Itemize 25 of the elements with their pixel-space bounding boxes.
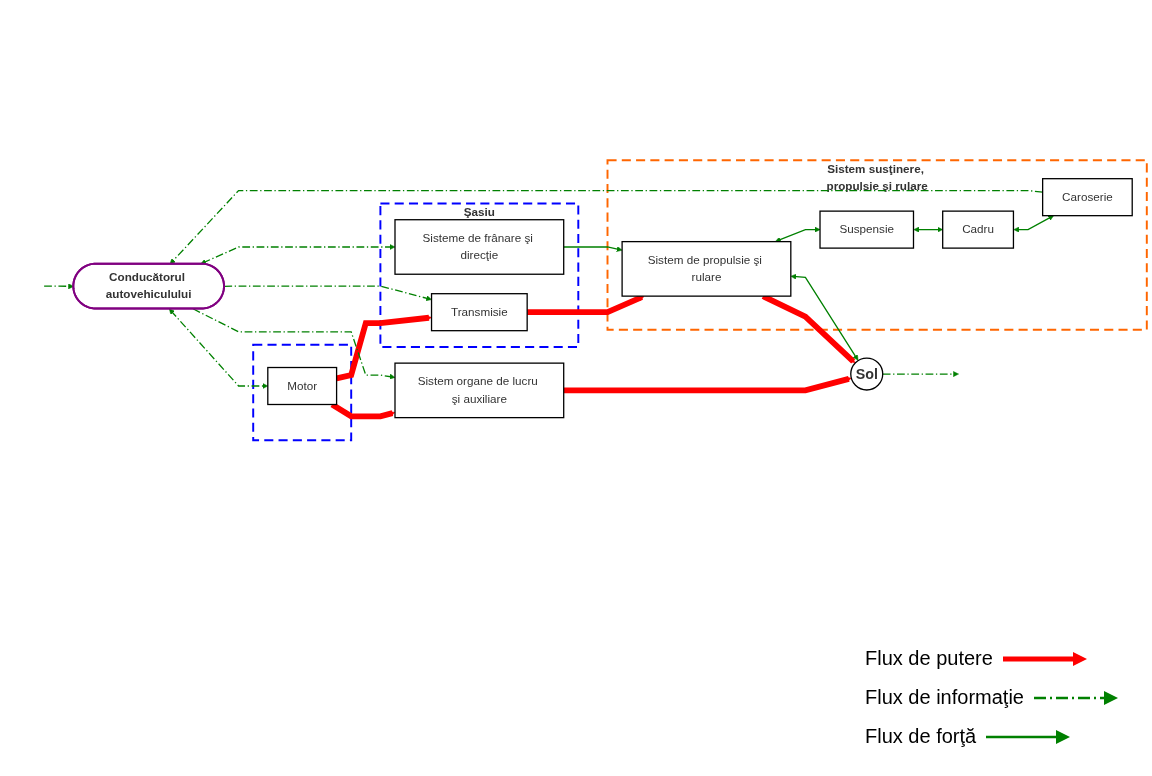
node-circle: Sol bbox=[850, 357, 884, 391]
legend-text: Flux de forţă bbox=[865, 725, 977, 748]
cluster bbox=[252, 343, 353, 441]
arrow bbox=[563, 375, 852, 394]
arrow bbox=[775, 226, 821, 243]
arrow bbox=[200, 243, 396, 265]
arrow bbox=[192, 307, 396, 380]
arrow bbox=[330, 401, 396, 420]
arrow bbox=[563, 246, 623, 252]
node-box: Sistem organe de lucru şi auxiliare bbox=[394, 362, 565, 419]
node-box: Sistem de propulsie şi rulare bbox=[621, 240, 792, 297]
arrow bbox=[790, 273, 859, 361]
node-box: Caroserie bbox=[1042, 177, 1133, 217]
arrow bbox=[1013, 215, 1054, 233]
arrow bbox=[882, 371, 959, 377]
arrow bbox=[43, 283, 74, 289]
node-box: Suspensie bbox=[819, 210, 915, 249]
node-box: Transmisie bbox=[430, 292, 528, 332]
legend-text: Flux de putere bbox=[865, 647, 993, 670]
arrow bbox=[913, 226, 943, 233]
node-box: Sisteme de frânare şi direcţie bbox=[394, 218, 565, 275]
arrow bbox=[527, 294, 645, 315]
node-box: Motor bbox=[267, 366, 338, 405]
legend-text: Flux de informaţie bbox=[865, 686, 1024, 709]
node-box: Cadru bbox=[942, 210, 1015, 249]
